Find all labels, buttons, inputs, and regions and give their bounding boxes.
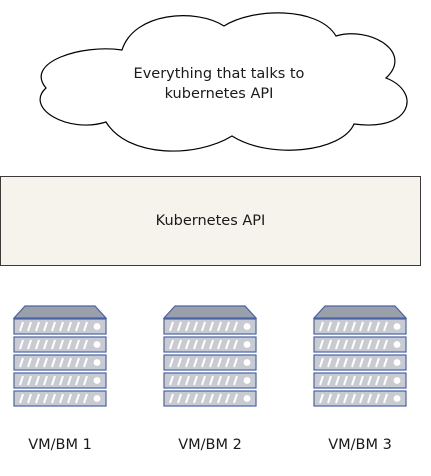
server-rack-graphic — [163, 305, 257, 407]
server-top-lid — [13, 305, 107, 319]
kubernetes-api-box: Kubernetes API — [0, 176, 421, 266]
server-rack-unit — [13, 390, 107, 407]
server-2-label: VM/BM 2 — [178, 437, 242, 453]
server-rack-unit — [163, 336, 257, 353]
server-led — [393, 359, 401, 366]
server-led — [93, 359, 101, 366]
server-top-lid — [163, 305, 257, 319]
server-led — [243, 377, 251, 384]
server-rack-unit — [313, 354, 407, 371]
server-led — [243, 341, 251, 348]
server-2-icon — [163, 305, 257, 409]
server-3-label: VM/BM 3 — [328, 437, 392, 453]
cloud-outline — [39, 12, 408, 152]
server-top-lid — [313, 305, 407, 319]
server-led — [93, 377, 101, 384]
server-rack-unit — [313, 390, 407, 407]
cloud-shape: Everything that talks to kubernetes API — [24, 12, 416, 160]
server-rack-unit — [163, 354, 257, 371]
server-led — [93, 323, 101, 330]
server-led — [93, 395, 101, 402]
server-rack-graphic — [313, 305, 407, 407]
server-1-label: VM/BM 1 — [28, 437, 92, 453]
server-led — [93, 341, 101, 348]
server-led — [393, 341, 401, 348]
server-rack-unit — [313, 336, 407, 353]
server-led — [393, 323, 401, 330]
server-rack-unit — [13, 354, 107, 371]
server-led — [243, 359, 251, 366]
server-rack-unit — [163, 372, 257, 389]
server-led — [243, 323, 251, 330]
kubernetes-api-label: Kubernetes API — [155, 213, 266, 229]
server-rack-unit — [163, 318, 257, 335]
server-rack-unit — [13, 318, 107, 335]
server-led — [393, 377, 401, 384]
server-rack-unit — [313, 318, 407, 335]
server-rack-unit — [13, 336, 107, 353]
server-led — [393, 395, 401, 402]
server-rack-unit — [313, 372, 407, 389]
cloud-label-line-1: Everything that talks to — [133, 66, 305, 82]
cloud-label: Everything that talks to kubernetes API — [94, 64, 344, 104]
server-led — [243, 395, 251, 402]
server-rack-unit — [163, 390, 257, 407]
cloud-label-line-2: kubernetes API — [164, 86, 274, 102]
server-rack-unit — [13, 372, 107, 389]
server-1-icon — [13, 305, 107, 409]
server-rack-graphic — [13, 305, 107, 407]
server-3-icon — [313, 305, 407, 409]
